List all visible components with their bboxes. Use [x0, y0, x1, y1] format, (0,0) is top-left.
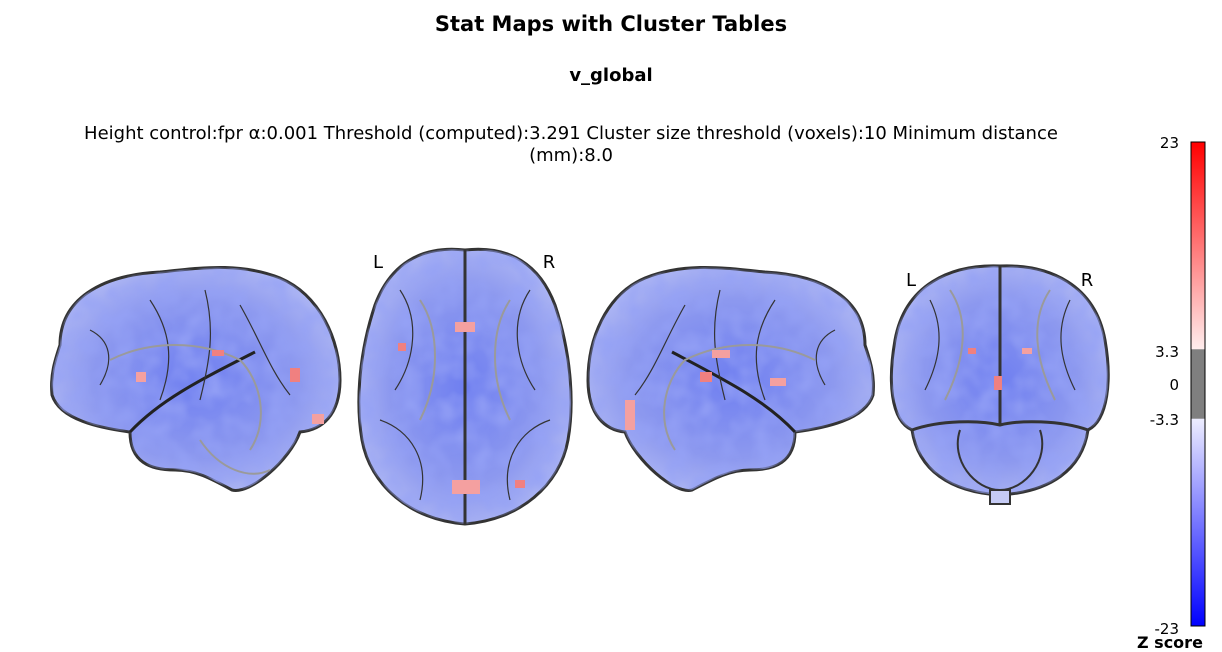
sagittal-view-left: [50, 266, 342, 492]
colorbar-tick-min: -23: [1155, 620, 1180, 638]
colorbar-label: Z score: [1137, 633, 1203, 652]
coronal-view: [889, 264, 1110, 505]
sagittal-view-right: [586, 266, 875, 492]
colorbar-tick-zero: 0: [1169, 376, 1179, 394]
coronal-left-label: L: [906, 270, 916, 291]
threshold-params-line2: (mm):8.0: [529, 145, 613, 166]
figure-title: Stat Maps with Cluster Tables: [434, 12, 788, 36]
figure-subtitle: v_global: [569, 65, 653, 86]
axial-right-label: R: [543, 252, 556, 273]
axial-view: [357, 247, 573, 526]
colorbar-tick-threshold-neg: -3.3: [1150, 411, 1179, 429]
axial-left-label: L: [373, 252, 383, 273]
colorbar-tick-threshold-pos: 3.3: [1155, 343, 1179, 361]
colorbar: 23 3.3 0 -3.3 -23: [1150, 134, 1206, 638]
coronal-right-label: R: [1081, 270, 1094, 291]
colorbar-threshold-mask: [1191, 349, 1205, 419]
colorbar-tick-max: 23: [1160, 134, 1179, 152]
threshold-params-line1: Height control:fpr α:0.001 Threshold (co…: [84, 123, 1058, 144]
